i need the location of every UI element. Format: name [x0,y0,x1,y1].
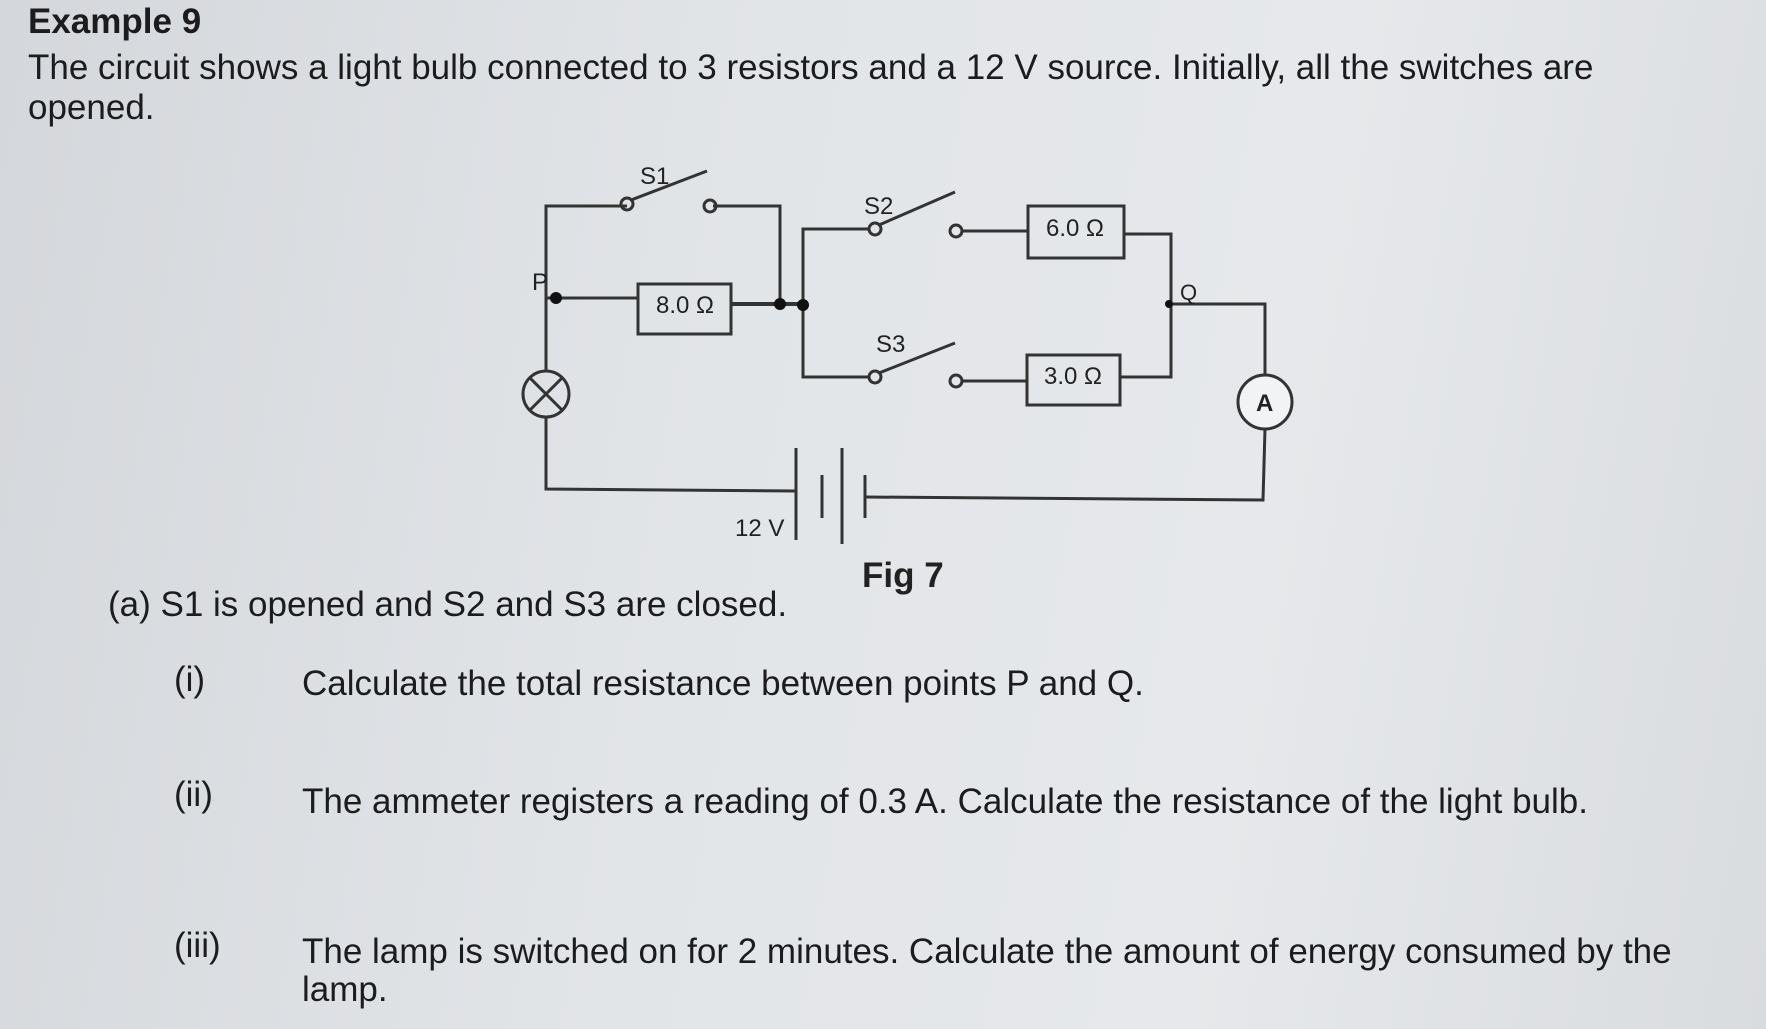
node-q [1165,300,1173,308]
resistor-3ohm [1025,353,1122,407]
question-text: Calculate the total resistance between p… [302,664,1144,703]
question-number: (ii) [174,775,213,814]
wire [544,417,797,493]
label-r1: 8.0 Ω [656,292,714,319]
wire [801,227,869,379]
wire [864,428,1267,502]
example-title: Example 9 [28,2,202,41]
ammeter-icon [1236,373,1294,431]
question-text: The lamp is switched on for 2 minutes. C… [302,932,1672,971]
label-s1: S1 [640,163,669,190]
intro-line-2: opened. [28,88,155,127]
question-number: (i) [174,660,206,699]
label-r2: 6.0 Ω [1046,215,1104,242]
wire [1120,232,1173,379]
part-a-label: (a) S1 is opened and S2 and S3 are close… [108,585,788,624]
label-s3: S3 [876,331,905,358]
label-p: P [532,269,548,296]
label-source: 12 V [735,515,784,542]
question-text-cont: lamp. [302,970,388,1009]
label-ammeter: A [1256,390,1273,417]
figure-caption: Fig 7 [862,556,944,595]
intro-line-1: The circuit shows a light bulb connected… [28,48,1594,87]
resistor-8ohm [636,282,733,336]
label-q: Q [1180,280,1197,305]
wire [544,204,627,372]
switch-s3 [867,341,964,389]
switch-s2 [867,190,964,239]
node [797,299,809,311]
question-number: (iii) [174,926,221,965]
label-s2: S2 [864,193,893,220]
switch-s1 [619,169,718,214]
resistor-6ohm [1026,204,1126,260]
wire [1169,302,1267,375]
node-p [550,292,562,304]
question-text: The ammeter registers a reading of 0.3 A… [302,782,1588,821]
lamp-icon [521,369,571,419]
battery-icon [794,448,867,544]
label-r3: 3.0 Ω [1044,363,1102,390]
wire [713,204,782,304]
node [774,298,786,310]
